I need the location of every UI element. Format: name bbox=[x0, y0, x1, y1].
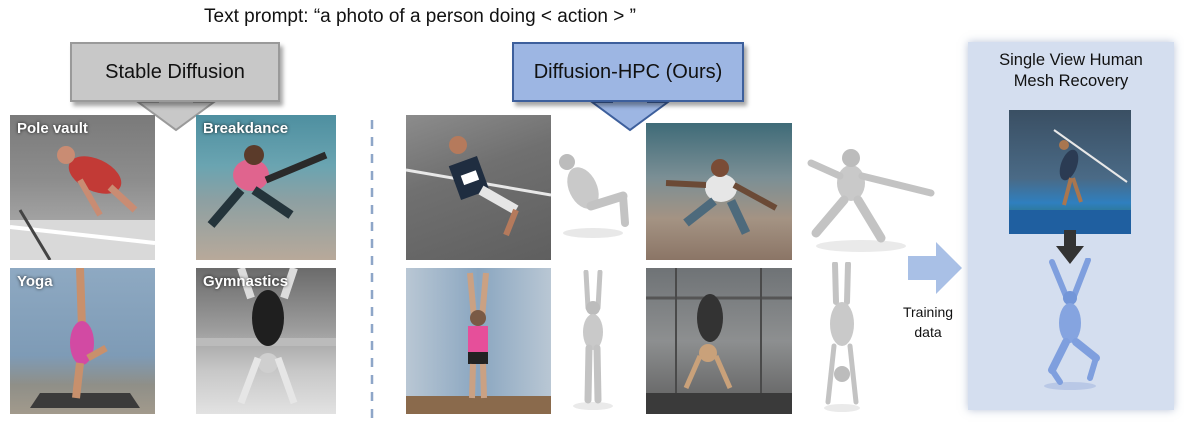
gymnastics-label: Gymnastics bbox=[203, 273, 289, 290]
sd-gymnastics-image: Gymnastics bbox=[196, 268, 336, 414]
hpc-gymnastics-image bbox=[646, 268, 792, 414]
pole-vault-label: Pole vault bbox=[17, 120, 88, 137]
breakdance-label: Breakdance bbox=[203, 120, 289, 137]
hpc-yoga-image bbox=[406, 268, 551, 414]
training-line-2: data bbox=[914, 324, 942, 340]
yoga-label: Yoga bbox=[17, 273, 53, 290]
mesh-gymnastics bbox=[824, 262, 860, 412]
training-line-1: Training bbox=[902, 304, 954, 320]
dashed-divider bbox=[370, 120, 374, 421]
sd-breakdance-image: Breakdance bbox=[196, 115, 336, 260]
training-data-label: Training data bbox=[888, 302, 968, 342]
diffusion-hpc-label: Diffusion-HPC (Ours) bbox=[512, 42, 744, 102]
mesh-yoga bbox=[573, 270, 613, 410]
right-arrow-icon bbox=[908, 242, 962, 294]
stable-diffusion-label: Stable Diffusion bbox=[70, 42, 280, 102]
mesh-breakdance bbox=[807, 149, 935, 252]
text-prompt: Text prompt: “a photo of a person doing … bbox=[204, 6, 636, 27]
hmr-mesh-output bbox=[1044, 258, 1100, 390]
hpc-pole-vault-image bbox=[406, 115, 551, 260]
mesh-pole-vault bbox=[559, 154, 629, 238]
hpc-breakdance-image bbox=[646, 123, 792, 260]
hmr-title: Single View Human Mesh Recovery bbox=[968, 50, 1174, 92]
hmr-title-line-1: Single View Human bbox=[999, 51, 1143, 69]
hmr-input-image bbox=[1009, 110, 1131, 234]
stable-diffusion-callout: Stable Diffusion bbox=[70, 42, 282, 132]
sd-pole-vault-image: Pole vault bbox=[10, 115, 155, 260]
hmr-title-line-2: Mesh Recovery bbox=[1013, 72, 1129, 90]
sd-yoga-image: Yoga bbox=[10, 268, 155, 414]
down-arrow-icon bbox=[1056, 230, 1084, 264]
diffusion-hpc-callout: Diffusion-HPC (Ours) bbox=[512, 42, 746, 132]
